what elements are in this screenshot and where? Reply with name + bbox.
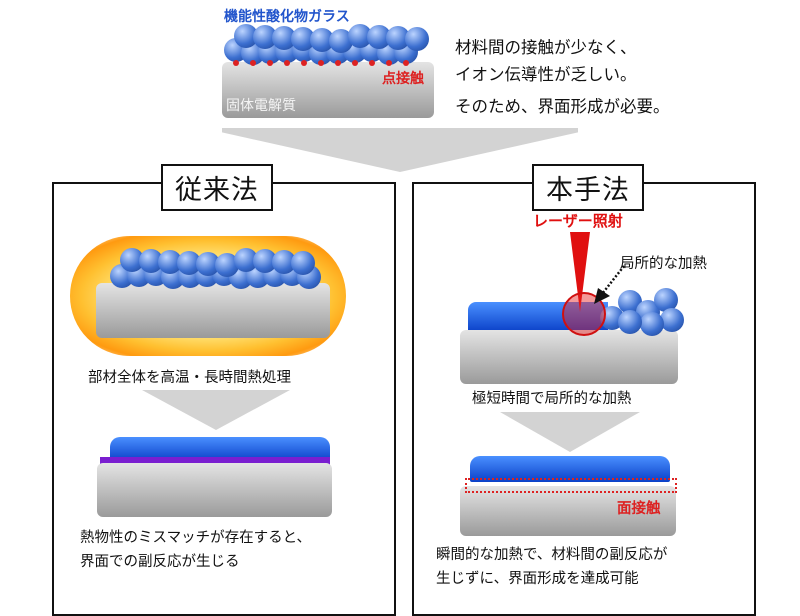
electrolyte-label: 固体電解質 — [226, 98, 296, 114]
conventional-panel: 従来法 — [52, 164, 396, 616]
local-heat-label: 局所的な加熱 — [620, 256, 707, 272]
conventional-result-2: 界面での副反応が生じる — [80, 554, 240, 570]
proposed-step1: 極短時間で局所的な加熱 — [472, 391, 632, 407]
glass-particle — [660, 308, 684, 332]
surface-contact-label: 面接触 — [617, 501, 661, 517]
contact-point — [301, 60, 307, 66]
glass-particle — [405, 27, 429, 51]
proposed-result-2: 生じずに、界面形成を達成可能 — [436, 571, 639, 587]
conventional-electrolyte — [96, 283, 330, 338]
proposed-glass-layer-2 — [470, 456, 670, 482]
contact-point — [267, 60, 273, 66]
conventional-electrolyte-2 — [97, 463, 332, 517]
note-line-2: イオン伝導性が乏しい。 — [455, 65, 637, 84]
contact-label: 点接触 — [382, 71, 424, 87]
conventional-step1: 部材全体を高温・長時間熱処理 — [88, 370, 291, 386]
contact-point — [284, 60, 290, 66]
contact-point — [369, 60, 375, 66]
contact-point — [352, 60, 358, 66]
note-line-1: 材料間の接触が少なく、 — [455, 38, 637, 57]
surface-contact-outline — [465, 478, 677, 493]
contact-point — [233, 60, 239, 66]
dotted-arrow-icon — [594, 265, 625, 304]
glass-particle — [640, 312, 664, 336]
reaction-layer — [100, 457, 330, 465]
conventional-title: 従来法 — [161, 164, 273, 211]
note-line-3: そのため、界面形成が必要。 — [455, 97, 670, 116]
conventional-result-1: 熱物性のミスマッチが存在すると、 — [80, 530, 311, 546]
down-arrow-main — [222, 128, 578, 172]
contact-point — [250, 60, 256, 66]
contact-point — [403, 60, 409, 66]
proposed-electrolyte-2 — [460, 486, 676, 536]
proposed-result-1: 瞬間的な加熱で、材料間の副反応が — [436, 547, 668, 563]
contact-point — [386, 60, 392, 66]
contact-point — [335, 60, 341, 66]
proposed-title: 本手法 — [532, 164, 644, 211]
glass-label: 機能性酸化物ガラス — [224, 9, 350, 25]
solid-electrolyte-slab — [222, 62, 434, 118]
laser-label: レーザー照射 — [533, 212, 623, 230]
glass-particle — [291, 251, 315, 275]
proposed-electrolyte — [460, 330, 678, 384]
contact-point — [318, 60, 324, 66]
glass-particle — [618, 310, 642, 334]
